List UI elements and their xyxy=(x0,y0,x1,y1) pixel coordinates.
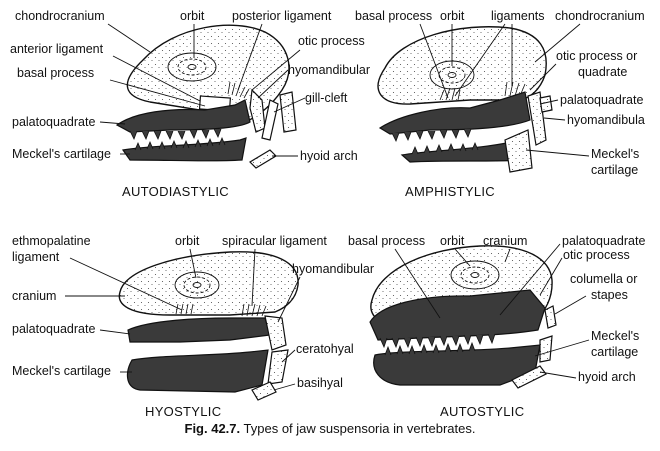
title-hyostylic: HYOSTYLIC xyxy=(145,404,221,419)
leader-hyoid-arch-4 xyxy=(540,372,576,378)
hyomandibular-shape-3 xyxy=(265,316,286,350)
hyoid-arch-shape xyxy=(250,150,276,168)
label-cartilage-2: cartilage xyxy=(591,163,638,177)
label-palatoquadrate-2: palatoquadrate xyxy=(560,93,643,107)
label-basihyal: basihyal xyxy=(297,376,343,390)
meckels-cartilage-shape-3 xyxy=(127,350,268,392)
label-meckels-cartilage: Meckel's cartilage xyxy=(12,147,111,161)
meckels-cartilage-shape xyxy=(123,138,246,161)
label-spiracular-ligament: spiracular ligament xyxy=(222,234,327,248)
label-chondrocranium-2: chondrocranium xyxy=(555,9,645,23)
title-amphistylic: AMPHISTYLIC xyxy=(405,184,495,199)
leader-chondrocranium xyxy=(108,24,150,52)
columella-shape xyxy=(545,306,556,328)
label-stapes: stapes xyxy=(591,288,628,302)
label-cartilage-4: cartilage xyxy=(591,345,638,359)
hyoid-bone-upper xyxy=(280,92,296,132)
label-ligaments: ligaments xyxy=(491,9,545,23)
label-palatoquadrate: palatoquadrate xyxy=(12,115,95,129)
hyoid-upper-shape-4 xyxy=(540,336,552,362)
figure-caption-text: Types of jaw suspensoria in vertebrates. xyxy=(244,421,476,436)
label-meckels-cartilage-3: Meckel's cartilage xyxy=(12,364,111,378)
chondrocranium-shape-2 xyxy=(378,27,546,104)
leader-hyomandibula xyxy=(544,118,565,120)
label-anterior-ligament: anterior ligament xyxy=(10,42,104,56)
label-hyomandibula: hyomandibula xyxy=(567,113,645,127)
hyoid-shape-2 xyxy=(505,130,532,172)
label-orbit-4: orbit xyxy=(440,234,465,248)
label-ligament: ligament xyxy=(12,250,60,264)
leader-columella xyxy=(555,296,586,314)
cranium-shape xyxy=(119,252,298,315)
label-ceratohyal: ceratohyal xyxy=(296,342,354,356)
label-otic-process-4: otic process xyxy=(563,248,630,262)
panel-autodiastylic: chondrocranium orbit posterior ligament … xyxy=(10,9,370,199)
panel-amphistylic: basal process orbit ligaments chondrocra… xyxy=(355,9,645,199)
leader-meckels-2 xyxy=(526,150,589,156)
ceratohyal-shape xyxy=(268,350,288,384)
label-meckels-4: Meckel's xyxy=(591,329,639,343)
label-basal-process-4: basal process xyxy=(348,234,425,248)
label-hyomandibular: hyomandibular xyxy=(288,63,370,77)
label-basal-process-2: basal process xyxy=(355,9,432,23)
label-meckels-2: Meckel's xyxy=(591,147,639,161)
label-palatoquadrate-4: palatoquadrate xyxy=(562,234,645,248)
label-columella-or: columella or xyxy=(570,272,637,286)
palatoquadrate-shape-3 xyxy=(128,318,270,342)
label-chondrocranium: chondrocranium xyxy=(15,9,105,23)
label-hyoid-arch: hyoid arch xyxy=(300,149,358,163)
figure-number: Fig. 42.7. xyxy=(185,421,241,436)
title-autostylic: AUTOSTYLIC xyxy=(440,404,524,419)
label-orbit-2: orbit xyxy=(440,9,465,23)
title-autodiastylic: AUTODIASTYLIC xyxy=(122,184,229,199)
label-otic-process-or: otic process or xyxy=(556,49,637,63)
panel-hyostylic: ethmopalatine ligament orbit spiracular … xyxy=(12,234,374,419)
label-hyoid-arch-4: hyoid arch xyxy=(578,370,636,384)
label-otic-process: otic process xyxy=(298,34,365,48)
leader-basihyal xyxy=(274,384,295,390)
label-ethmopalatine: ethmopalatine xyxy=(12,234,91,248)
label-orbit: orbit xyxy=(180,9,205,23)
label-hyomandibular-3: hyomandibular xyxy=(292,262,374,276)
leader-palatoquadrate-3 xyxy=(100,330,130,334)
label-quadrate: quadrate xyxy=(578,65,627,79)
label-cranium-4: cranium xyxy=(483,234,527,248)
label-posterior-ligament: posterior ligament xyxy=(232,9,332,23)
label-orbit-3: orbit xyxy=(175,234,200,248)
label-basal-process: basal process xyxy=(17,66,94,80)
label-cranium: cranium xyxy=(12,289,56,303)
label-palatoquadrate-3: palatoquadrate xyxy=(12,322,95,336)
figure-caption: Fig. 42.7. Types of jaw suspensoria in v… xyxy=(0,421,660,436)
label-gill-cleft: gill-cleft xyxy=(305,91,348,105)
jaw-suspensoria-diagram: chondrocranium orbit posterior ligament … xyxy=(0,0,660,421)
panel-autostylic: basal process orbit cranium palatoquadra… xyxy=(348,234,645,419)
